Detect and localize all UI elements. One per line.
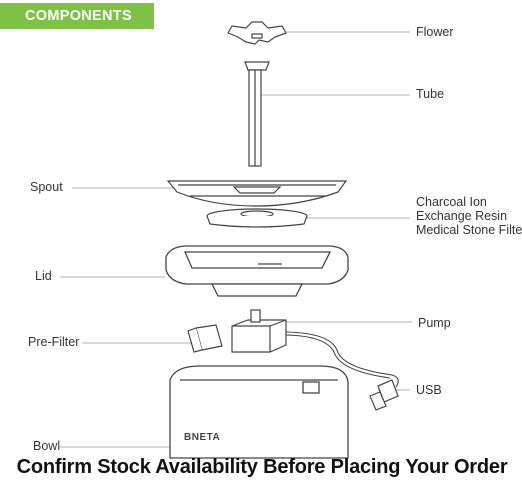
filter-label-line1: Charcoal Ion [416,195,487,209]
filter-part [206,208,308,228]
lid-label: Lid [35,269,52,283]
badge-label: COMPONENTS [25,8,132,24]
bowl-label: Bowl [33,439,61,453]
prefilter-part [187,324,223,353]
usb-plug [369,379,399,411]
brand-logo: BNETA [184,432,221,443]
flower-label: Flower [416,25,454,39]
usb-cable [285,331,399,388]
spout-part [166,180,348,207]
spout-label: Spout [30,180,63,194]
lid-part [165,245,349,297]
bowl-part [169,365,349,459]
tube-label: Tube [416,87,445,101]
flower-part [227,21,287,45]
pump-label: Pump [418,316,451,330]
filter-label-line3: Medical Stone Filter [416,223,522,237]
tube-part [244,61,270,167]
filter-label-line2: Exchange Resin [416,209,508,223]
pump-part [231,309,287,353]
stock-notice-banner: Confirm Stock Availability Before Placin… [16,456,508,478]
usb-label: USB [416,383,442,397]
components-badge: COMPONENTS [0,3,154,29]
prefilter-label: Pre-Filter [28,335,80,349]
